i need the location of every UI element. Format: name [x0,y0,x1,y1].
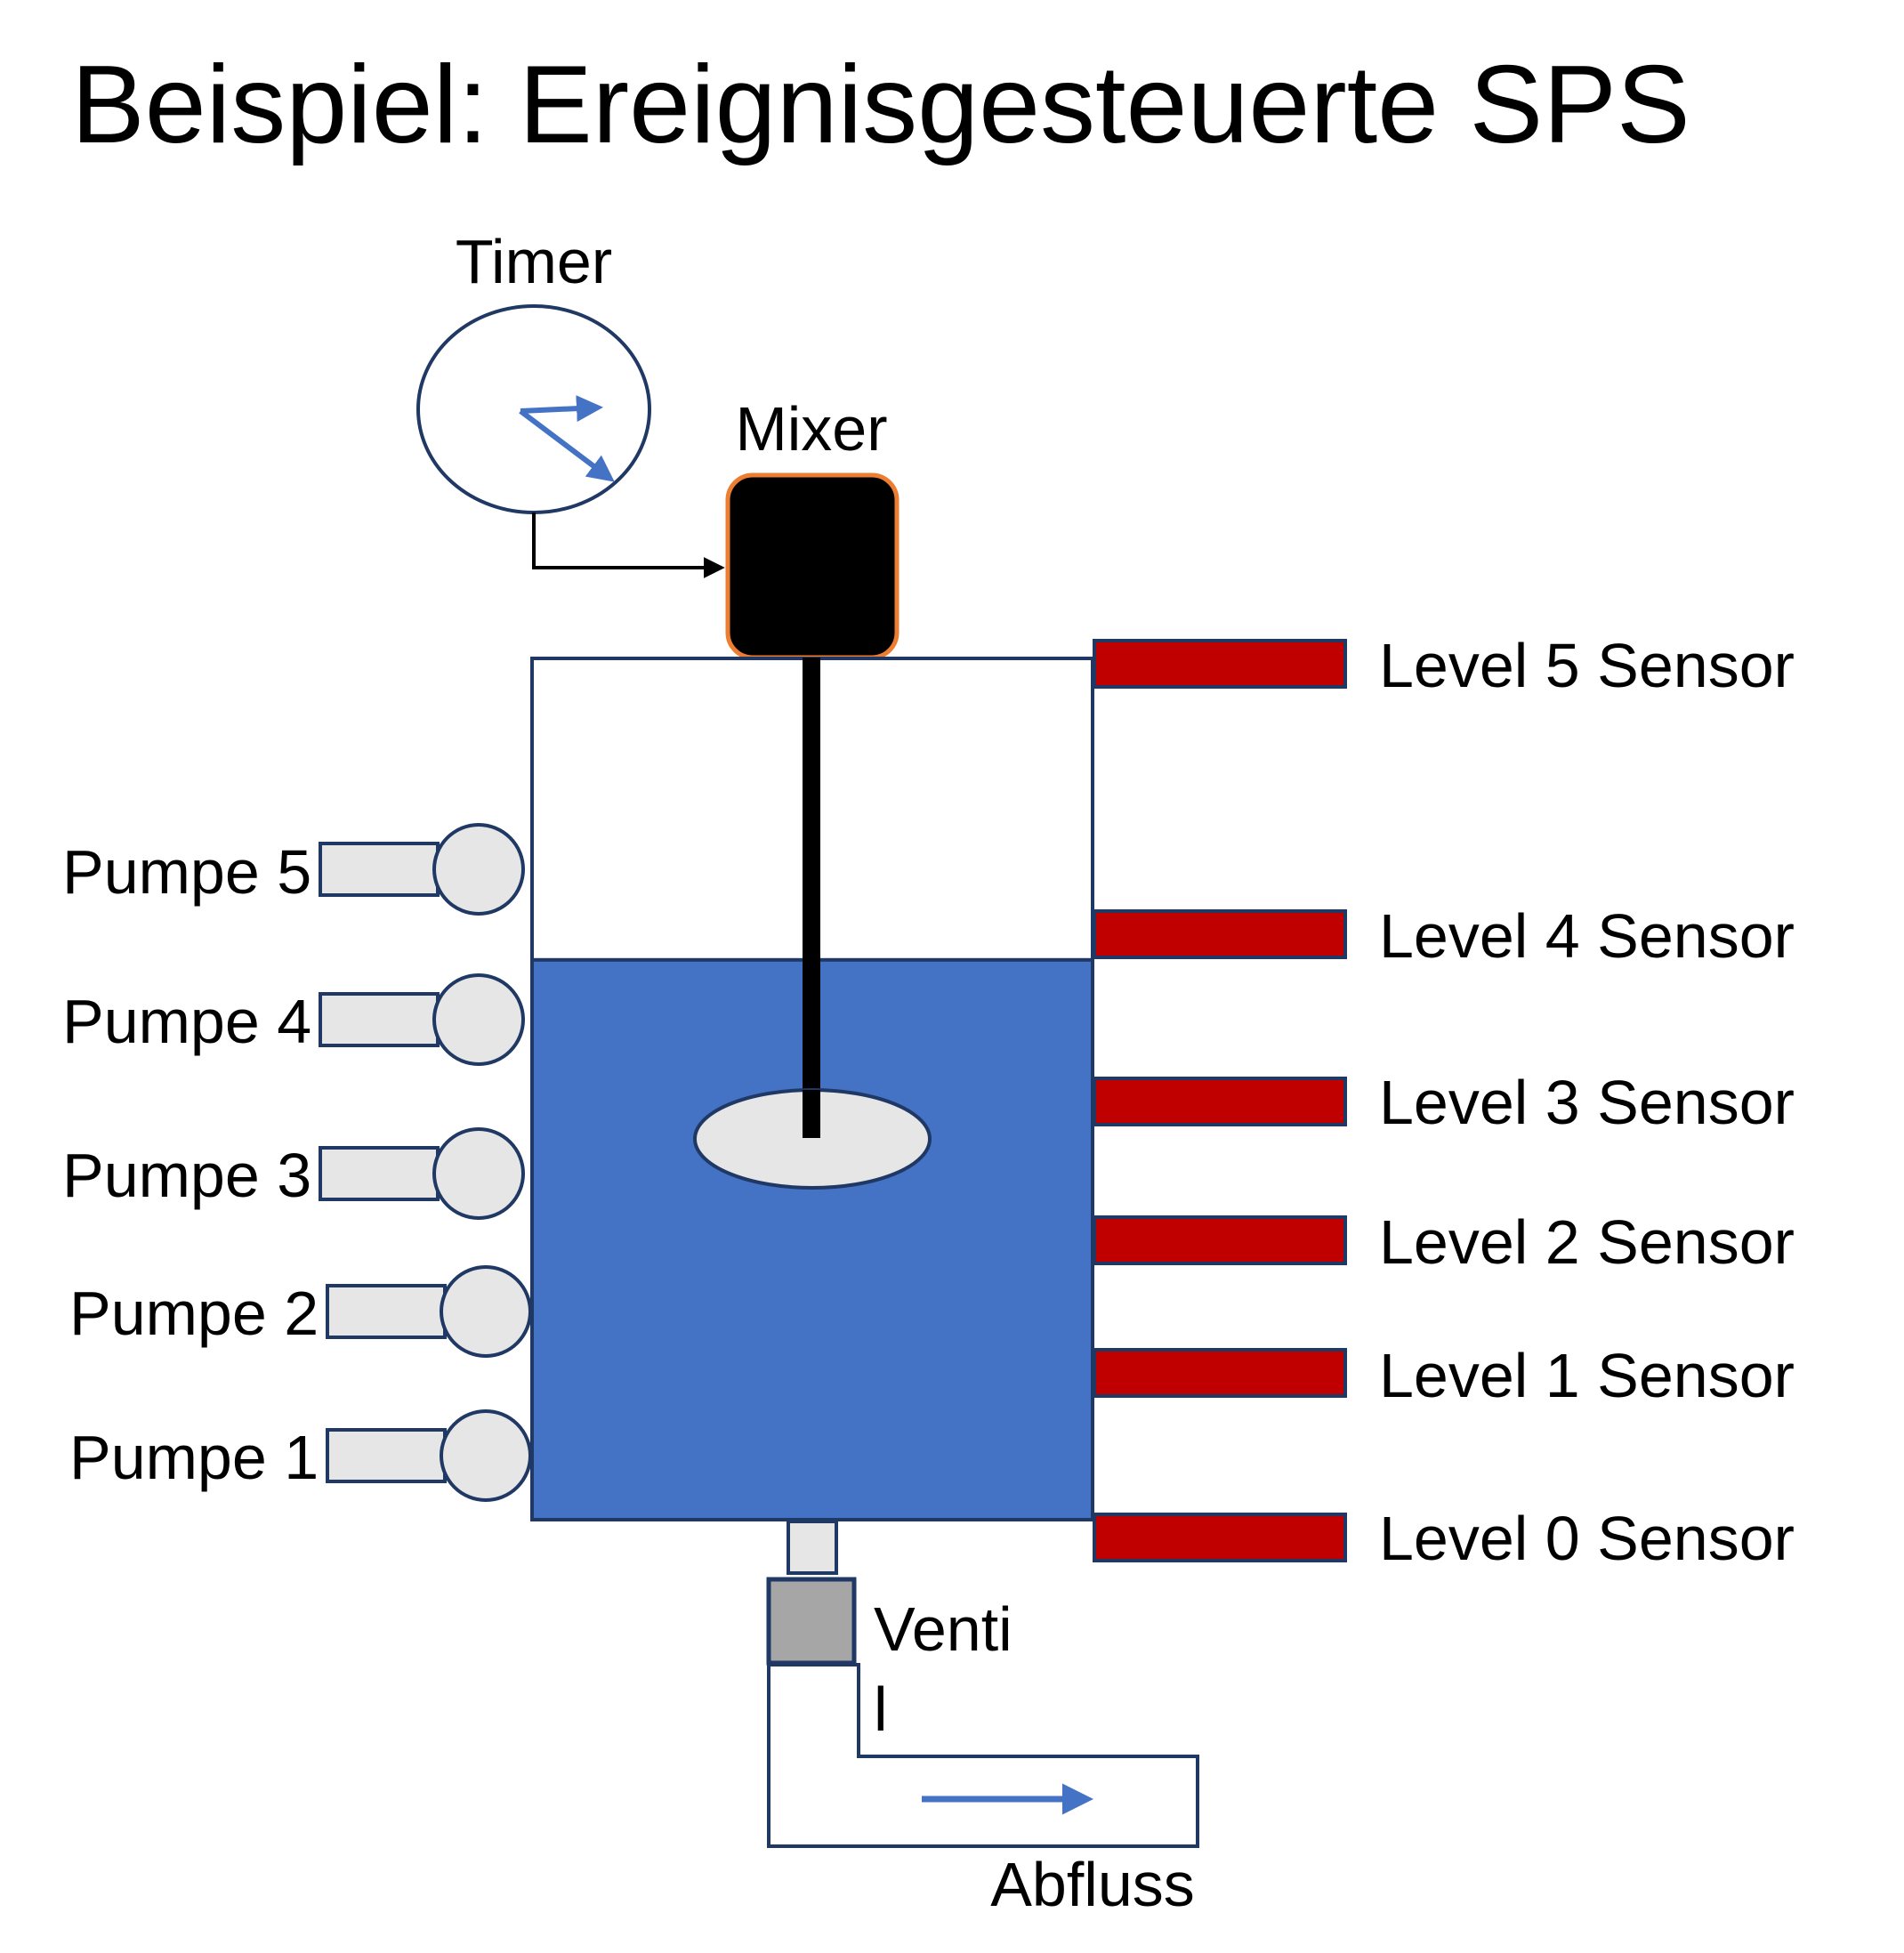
pump-4: Pumpe 4 [62,973,525,1066]
drain-pipe [767,1663,1199,1848]
sensor-label: Level 2 Sensor [1379,1207,1795,1277]
sensor-label: Level 3 Sensor [1379,1068,1795,1137]
sensor-label: Level 4 Sensor [1379,901,1795,971]
pump-label: Pumpe 4 [62,987,311,1056]
level-0-sensor: Level 0 Sensor [1093,1504,1795,1573]
pump-label: Pumpe 2 [69,1279,319,1348]
valve [766,1577,857,1666]
mixer-shaft [803,658,820,1138]
pump-2: Pumpe 2 [69,1265,532,1358]
valve-label-line1: Venti [874,1594,1013,1664]
pump-label: Pumpe 5 [62,837,311,907]
level-2-sensor: Level 2 Sensor [1093,1207,1795,1277]
valve-label-line2: l [874,1675,888,1744]
page-title: Beispiel: Ereignisgesteuerte SPS [71,44,1690,166]
level-1-sensor: Level 1 Sensor [1093,1341,1795,1410]
level-4-sensor: Level 4 Sensor [1093,901,1795,971]
pump-3: Pumpe 3 [62,1127,525,1220]
timer-to-mixer-arrow [532,512,725,578]
outlet-pipe [787,1520,838,1575]
sensor-label: Level 5 Sensor [1379,631,1795,700]
level-3-sensor: Level 3 Sensor [1093,1068,1795,1137]
pump-5: Pumpe 5 [62,823,525,916]
pump-1: Pumpe 1 [69,1409,532,1502]
mixer-motor [725,472,900,660]
clock-icon [416,304,651,514]
pump-label: Pumpe 3 [62,1141,311,1210]
timer-label: Timer [456,227,612,296]
mixer-label: Mixer [735,394,887,464]
drain-label: Abfluss [990,1850,1195,1919]
pump-label: Pumpe 1 [69,1423,319,1492]
sensor-label: Level 1 Sensor [1379,1341,1795,1410]
sensor-label: Level 0 Sensor [1379,1504,1795,1573]
level-5-sensor: Level 5 Sensor [1093,631,1795,700]
